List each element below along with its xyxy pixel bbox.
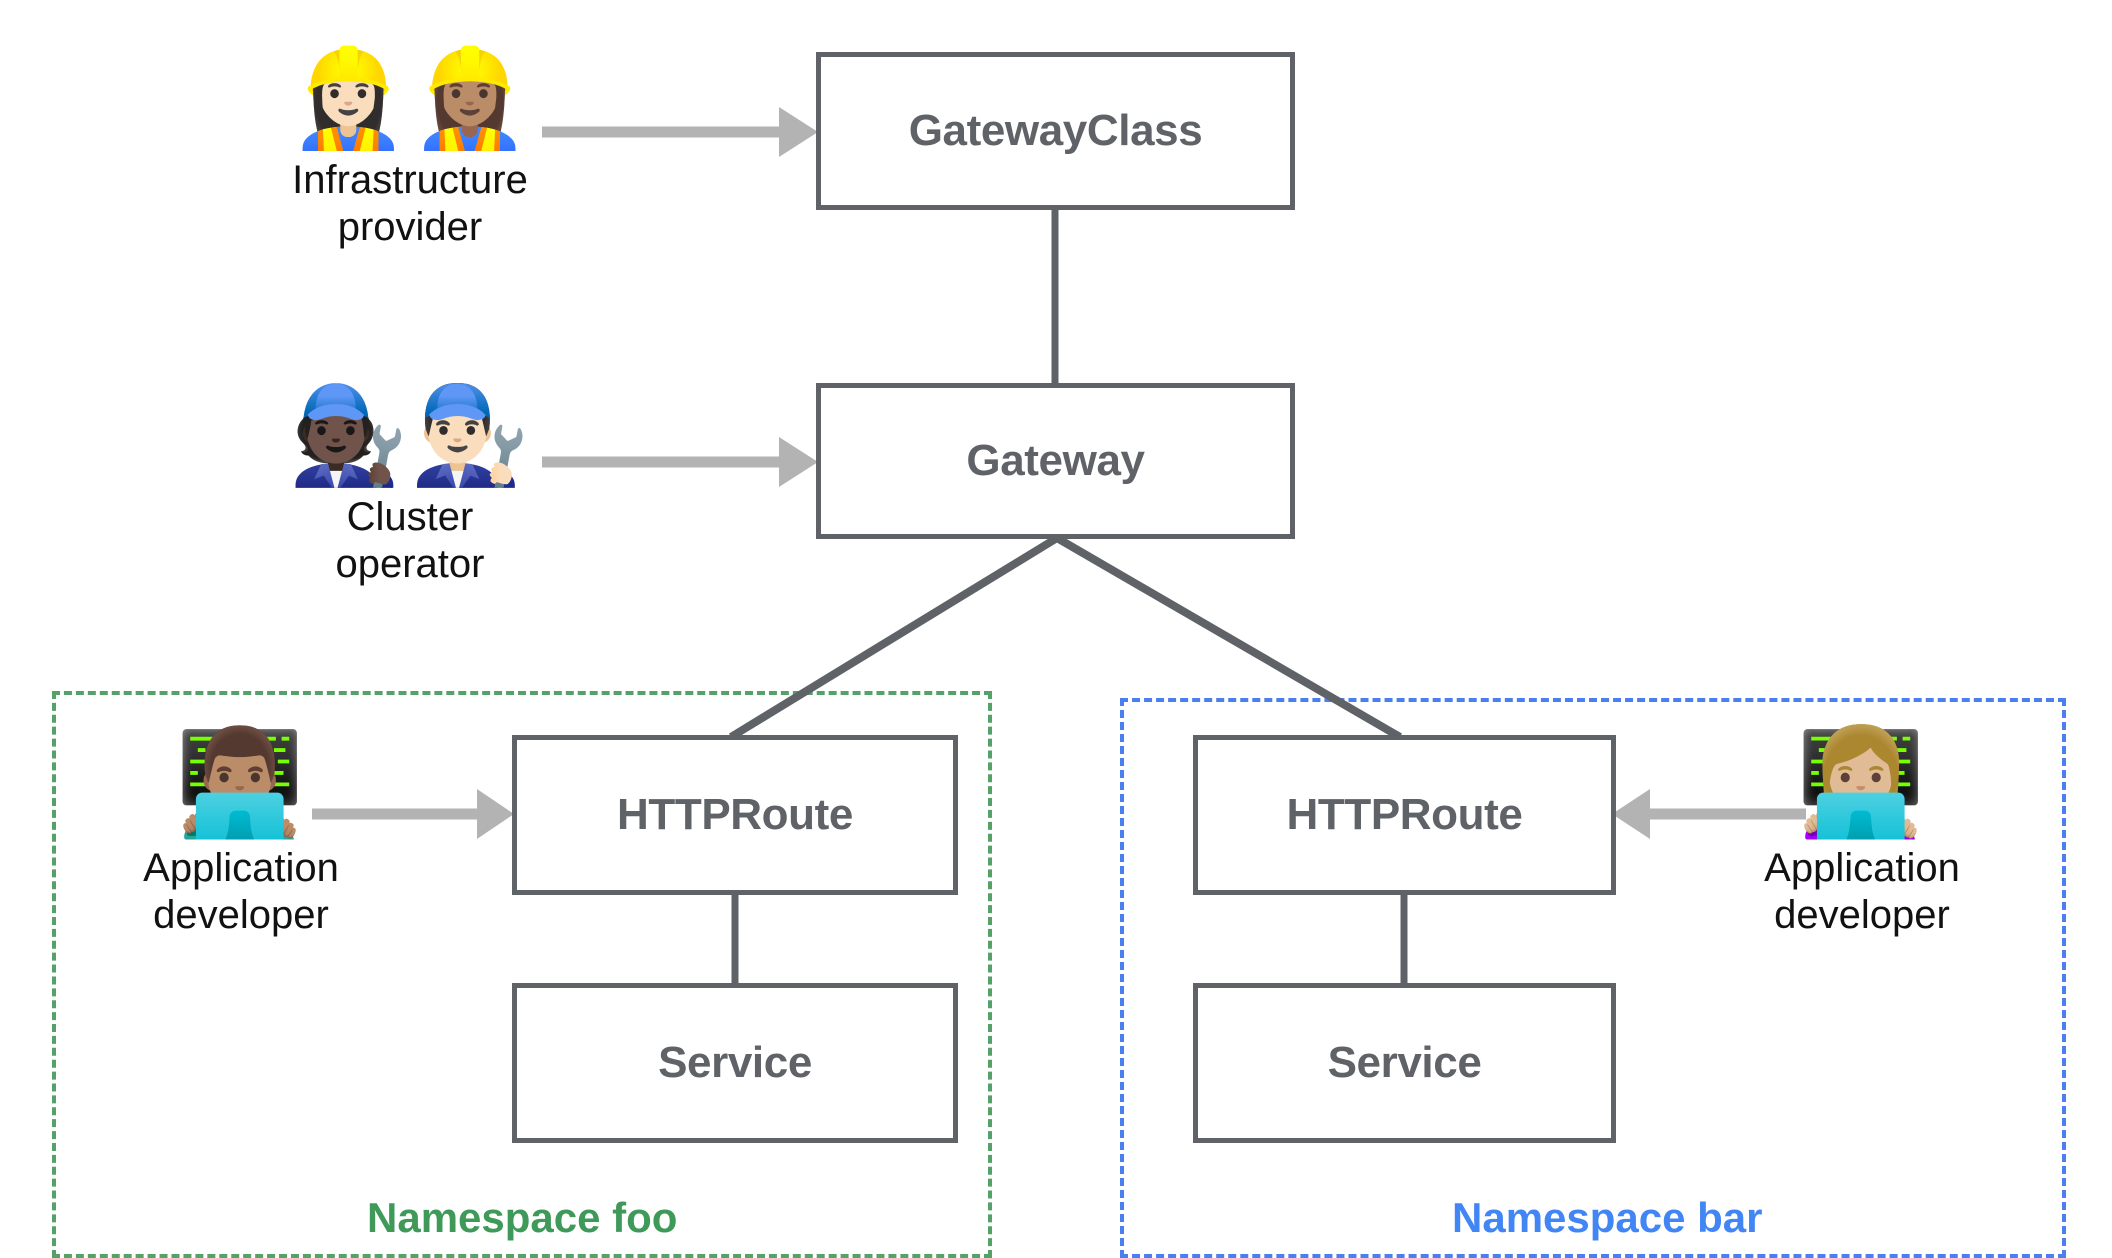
node-httproute-bar[interactable]: HTTPRoute	[1193, 735, 1616, 895]
persona-application-developer-foo-label: Application developer	[143, 846, 339, 938]
node-service-bar-label: Service	[1327, 1038, 1482, 1087]
persona-infrastructure-provider-label: Infrastructure provider	[292, 157, 528, 249]
node-gatewayclass[interactable]: GatewayClass	[816, 52, 1295, 210]
namespace-foo-label: Namespace foo	[367, 1194, 678, 1241]
namespace-bar-group	[1120, 698, 2066, 1258]
construction-worker-icon: 👷🏻‍♀️👷🏽‍♀️	[288, 42, 532, 154]
node-httproute-foo-label: HTTPRoute	[617, 790, 853, 839]
node-gatewayclass-label: GatewayClass	[908, 106, 1203, 155]
man-technologist-icon: 👨🏽‍💻	[175, 721, 307, 843]
node-service-foo-label: Service	[658, 1038, 812, 1087]
node-httproute-foo[interactable]: HTTPRoute	[512, 735, 958, 895]
woman-technologist-icon: 👩🏼‍💻	[1796, 721, 1928, 843]
persona-cluster-operator: 🧑🏿‍🔧👨🏻‍🔧 Cluster operator	[265, 385, 555, 588]
node-httproute-bar-label: HTTPRoute	[1286, 790, 1523, 839]
node-gateway[interactable]: Gateway	[816, 383, 1295, 539]
persona-infrastructure-provider: 👷🏻‍♀️👷🏽‍♀️ Infrastructure provider	[265, 48, 555, 251]
node-service-bar[interactable]: Service	[1193, 983, 1616, 1143]
node-gateway-label: Gateway	[966, 436, 1145, 485]
namespace-foo-group	[52, 691, 992, 1258]
persona-cluster-operator-label: Cluster operator	[335, 494, 485, 586]
persona-application-developer-foo: 👨🏽‍💻 Application developer	[96, 721, 386, 940]
arrow-infra-to-gatewayclass	[542, 107, 818, 157]
arrow-operator-to-gateway	[542, 437, 818, 487]
node-service-foo[interactable]: Service	[512, 983, 958, 1143]
mechanic-icon: 🧑🏿‍🔧👨🏻‍🔧	[288, 379, 532, 491]
persona-application-developer-bar: 👩🏼‍💻 Application developer	[1717, 721, 2007, 940]
namespace-bar-label: Namespace bar	[1452, 1194, 1763, 1241]
persona-application-developer-bar-label: Application developer	[1764, 846, 1960, 938]
